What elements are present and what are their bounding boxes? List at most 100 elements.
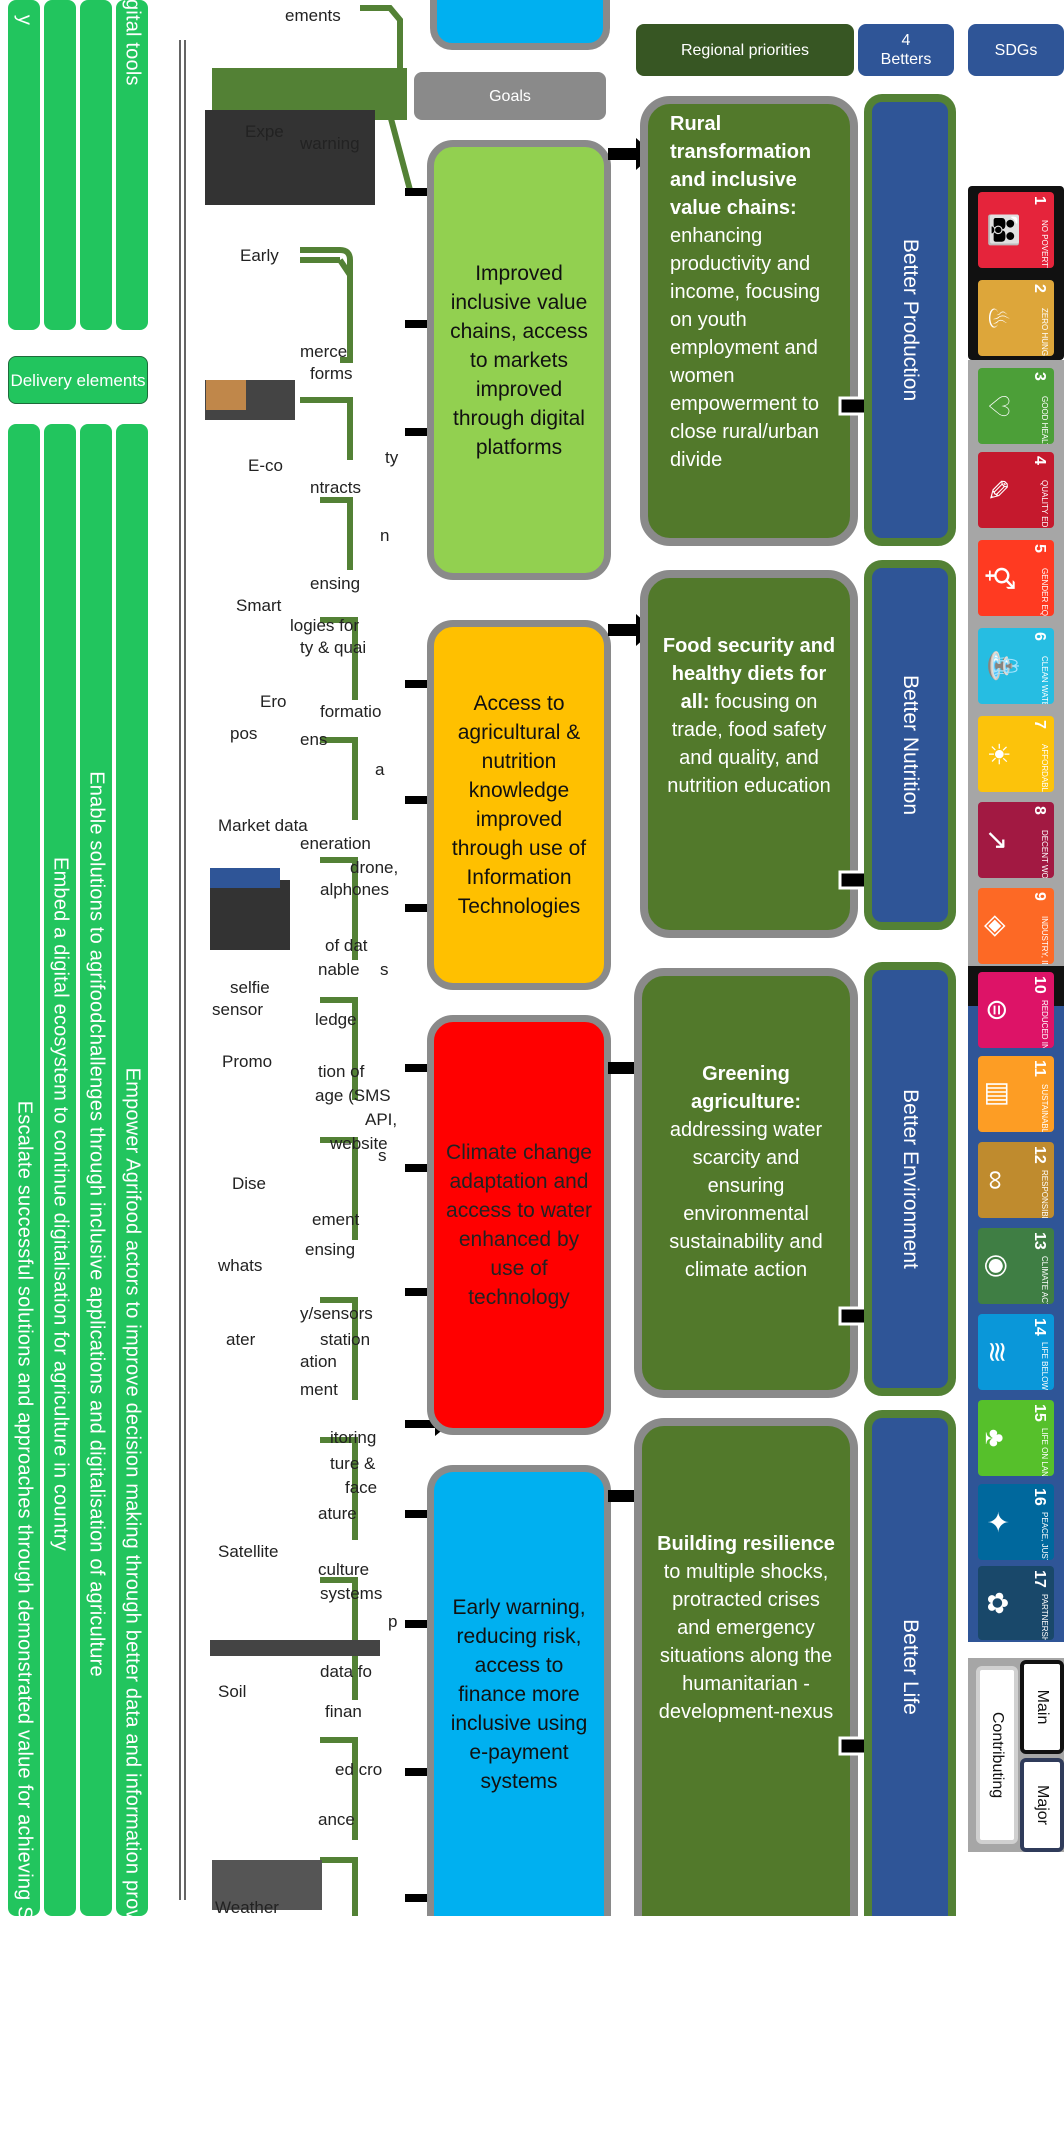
fragment-15: formatio bbox=[320, 702, 382, 721]
fragment-27: sensor bbox=[212, 1000, 264, 1019]
sdg-7: ☀7AFFORDABLE AND CLEAN ENERGY bbox=[978, 716, 1054, 792]
fragment-35: Dise bbox=[232, 1174, 267, 1193]
city-icon: ▥ bbox=[983, 1080, 1015, 1108]
sdg-6: ⛲6CLEAN WATER AND SANITATION bbox=[978, 628, 1054, 704]
growth-icon: ↗ bbox=[982, 828, 1014, 852]
fragment-37: ensing bbox=[305, 1240, 356, 1259]
fragment-19: Market data bbox=[218, 816, 308, 835]
region-resilience: Building resilience to multiple shocks, … bbox=[634, 1418, 858, 1916]
fragment-50: systems bbox=[320, 1584, 383, 1603]
left-bar-escalate-label: Escalate successful solutions and approa… bbox=[13, 1100, 36, 2108]
region-food-title: Food security and healthy diets for all: bbox=[662, 635, 836, 713]
fragment-20: eneration bbox=[300, 834, 371, 853]
fragment-26: selfie bbox=[230, 978, 270, 997]
fragment-23: of dat bbox=[325, 936, 368, 955]
fragment-7: ty bbox=[385, 448, 399, 467]
delivery-elements-label: Delivery elements bbox=[8, 356, 148, 404]
fragment-29: Promo bbox=[222, 1052, 273, 1071]
fragment-31: age (SMS bbox=[315, 1086, 391, 1105]
sdg-17: ✿17PARTNERSHIPS FOR THE GOALS bbox=[978, 1566, 1054, 1640]
eye-globe-icon: ◉ bbox=[982, 1253, 1014, 1279]
better-life: Better Life bbox=[864, 1410, 956, 1916]
fragment-12: logies for bbox=[290, 616, 359, 635]
left-bar-empower: Empower Agrifood actors to improve decis… bbox=[116, 424, 148, 2140]
fragment-53: Soil bbox=[218, 1682, 247, 1701]
region-rural: Rural transformation and inclusive value… bbox=[640, 96, 858, 546]
region-rural-title: Rural transformation and inclusive value… bbox=[670, 113, 812, 219]
left-bar-empower-label: Empower Agrifood actors to improve decis… bbox=[121, 1067, 144, 2140]
fragment-45: ture & bbox=[330, 1454, 376, 1473]
fragment-43: ment bbox=[300, 1380, 338, 1399]
left-bar-escalate: Escalate successful solutions and approa… bbox=[8, 424, 40, 2107]
left-bar-enable: Enable solutions to agrifoodchallenges t… bbox=[80, 424, 112, 1916]
region-greening-text: addressing water scarcity and ensuring e… bbox=[669, 1119, 823, 1281]
fragment-52: data fo bbox=[320, 1662, 372, 1681]
goal-climate-text: Climate change adaptation and access to … bbox=[446, 1141, 592, 1309]
sdgs-header: SDGs bbox=[968, 24, 1064, 76]
better-nutrition-label: Better Nutrition bbox=[899, 674, 922, 816]
goal-climate: Climate change adaptation and access to … bbox=[427, 1015, 611, 1435]
better-environment: Better Environment bbox=[864, 962, 956, 1396]
fragment-18: a bbox=[375, 760, 385, 779]
fragment-28: ledge bbox=[315, 1010, 357, 1029]
fragment-49: culture bbox=[318, 1560, 370, 1579]
goal-top-partial bbox=[430, 0, 610, 50]
region-food-text: focusing on trade, food safety and quali… bbox=[667, 691, 831, 797]
fragment-22: alphones bbox=[320, 880, 390, 899]
fragment-44: itoring bbox=[330, 1428, 377, 1447]
legend-major-label: Major bbox=[1034, 1784, 1051, 1826]
goal-early-warning-text: Early warning, reducing risk, access to … bbox=[450, 1595, 588, 1793]
sketch-block-7 bbox=[210, 1640, 380, 1656]
equal-icon: ⊜ bbox=[982, 998, 1014, 1022]
tree-icon: ♣ bbox=[980, 1428, 1012, 1448]
fish-icon: ≋ bbox=[982, 1340, 1014, 1364]
better-nutrition: Better Nutrition bbox=[864, 560, 956, 930]
fragment-34: s bbox=[378, 1146, 387, 1165]
fragment-0: ements bbox=[285, 6, 341, 25]
better-production: Better Production bbox=[864, 94, 956, 546]
fragment-4: merce bbox=[300, 342, 348, 361]
fragment-38: whats bbox=[218, 1256, 263, 1275]
fragment-10: ensing bbox=[310, 574, 361, 593]
left-bar-embed: Embed a digital ecosystem to continue di… bbox=[44, 424, 76, 1916]
fragment-24: nable bbox=[318, 960, 360, 979]
sdg-3: ♡3GOOD HEALTH AND WELL-BEING bbox=[978, 368, 1054, 444]
fragment-13: ty & quai bbox=[300, 638, 367, 657]
fragment-57: Weather bbox=[215, 1898, 279, 1917]
left-bar-enable-label: Enable solutions to agrifoodchallenges t… bbox=[85, 771, 108, 1677]
fragment-9: n bbox=[380, 526, 390, 545]
left-bar-top-1-label: y bbox=[13, 14, 36, 26]
bowl-icon: ♨ bbox=[983, 305, 1015, 331]
sketch-block-2 bbox=[205, 110, 375, 205]
fragment-30: tion of bbox=[318, 1062, 365, 1081]
family-icon: 👪 bbox=[987, 212, 1019, 248]
fragment-42: ation bbox=[300, 1352, 337, 1371]
left-bar-embed-label: Embed a digital ecosystem to continue di… bbox=[49, 857, 72, 1551]
sdg-9: ◈9INDUSTRY, INNOVATION AND INFRASTRUCTUR… bbox=[978, 888, 1054, 964]
better-life-label: Better Life bbox=[899, 1619, 922, 1715]
left-bar-top-1: y bbox=[8, 0, 40, 330]
legend-contributing-label: Contributing bbox=[989, 1711, 1006, 1799]
left-bar-top-2 bbox=[44, 0, 76, 330]
infinity-icon: ∞ bbox=[980, 1170, 1012, 1190]
fragment-1: Expe bbox=[245, 122, 284, 141]
fragment-8: ntracts bbox=[310, 478, 362, 497]
region-resilience-text: to multiple shocks, protracted crises an… bbox=[658, 1561, 834, 1723]
rings-icon: ✿ bbox=[982, 1591, 1014, 1615]
fragment-16: pos bbox=[230, 724, 258, 743]
left-bar-top-3 bbox=[80, 0, 112, 330]
dove-icon: ✦ bbox=[982, 1510, 1014, 1534]
water-icon: ⛲ bbox=[987, 648, 1019, 684]
gender-icon: ⚥ bbox=[983, 565, 1015, 591]
fragment-55: ed cro bbox=[335, 1760, 383, 1779]
fragment-46: face bbox=[345, 1478, 378, 1497]
fragment-2: warning bbox=[300, 134, 360, 153]
four-betters-header: 4 Betters bbox=[858, 24, 954, 76]
fragment-47: ature bbox=[318, 1504, 357, 1523]
sdg-8: ↗8DECENT WORK AND ECONOMIC GROWTH bbox=[978, 802, 1054, 878]
sdg-16: ✦16PEACE, JUSTICE AND STRONG INSTITUTION… bbox=[978, 1484, 1054, 1560]
